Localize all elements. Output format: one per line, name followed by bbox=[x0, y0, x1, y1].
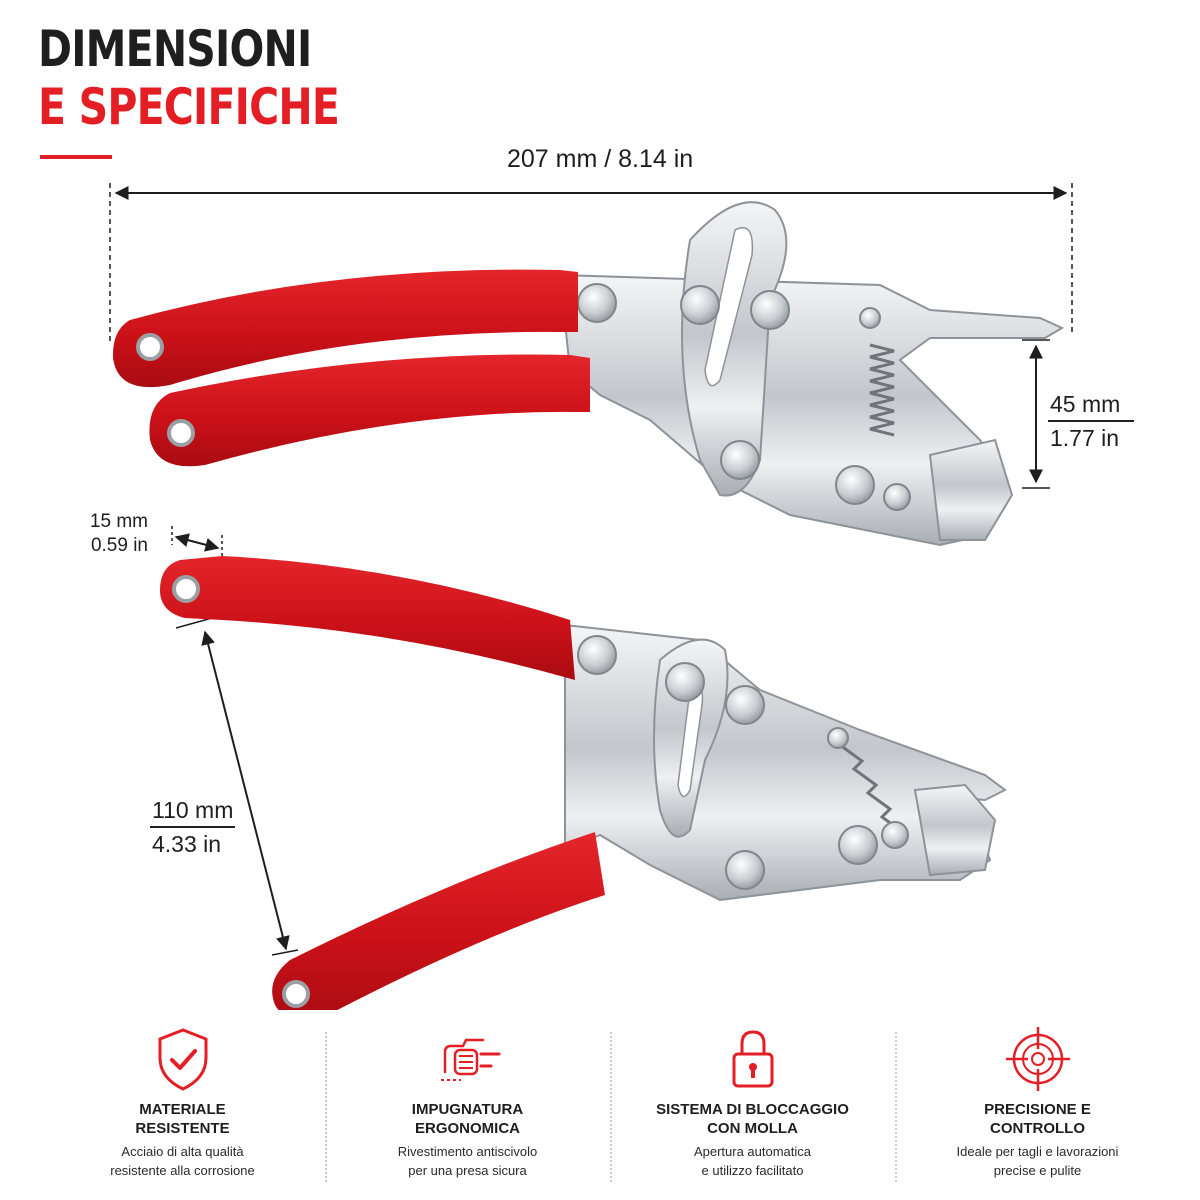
jaw-label: 45 mm 1.77 in bbox=[1048, 388, 1134, 454]
page-title-line-1: DIMENSIONI bbox=[38, 20, 312, 78]
shield-check-icon bbox=[158, 1028, 207, 1091]
jaw-label-in: 1.77 in bbox=[1050, 425, 1120, 451]
jaw-dimension bbox=[1022, 339, 1050, 489]
span-label-in: 4.33 in bbox=[152, 831, 222, 857]
span-label-mm: 110 mm bbox=[150, 794, 236, 828]
hand-grip-icon bbox=[440, 1038, 500, 1081]
jaw-label-mm: 45 mm bbox=[1048, 388, 1134, 422]
grip-label-in: 0.59 in bbox=[90, 535, 148, 556]
product-illustration bbox=[109, 183, 1073, 1010]
grip-label: 15 mm 0.59 in bbox=[80, 510, 148, 558]
cable-puller-open bbox=[160, 526, 1007, 1010]
span-label: 110 mm 4.33 in bbox=[150, 794, 236, 860]
crosshair-target-icon bbox=[1005, 1027, 1070, 1091]
length-dimension bbox=[109, 183, 1073, 345]
title-underline bbox=[40, 155, 112, 159]
page-title-line-2: E SPECIFICHE bbox=[38, 78, 340, 136]
padlock-icon bbox=[732, 1030, 773, 1088]
grip-label-mm: 15 mm bbox=[89, 511, 148, 532]
length-label: 207 mm / 8.14 in bbox=[507, 145, 694, 173]
span-dimension bbox=[175, 617, 299, 956]
cable-puller-closed bbox=[112, 201, 1065, 547]
